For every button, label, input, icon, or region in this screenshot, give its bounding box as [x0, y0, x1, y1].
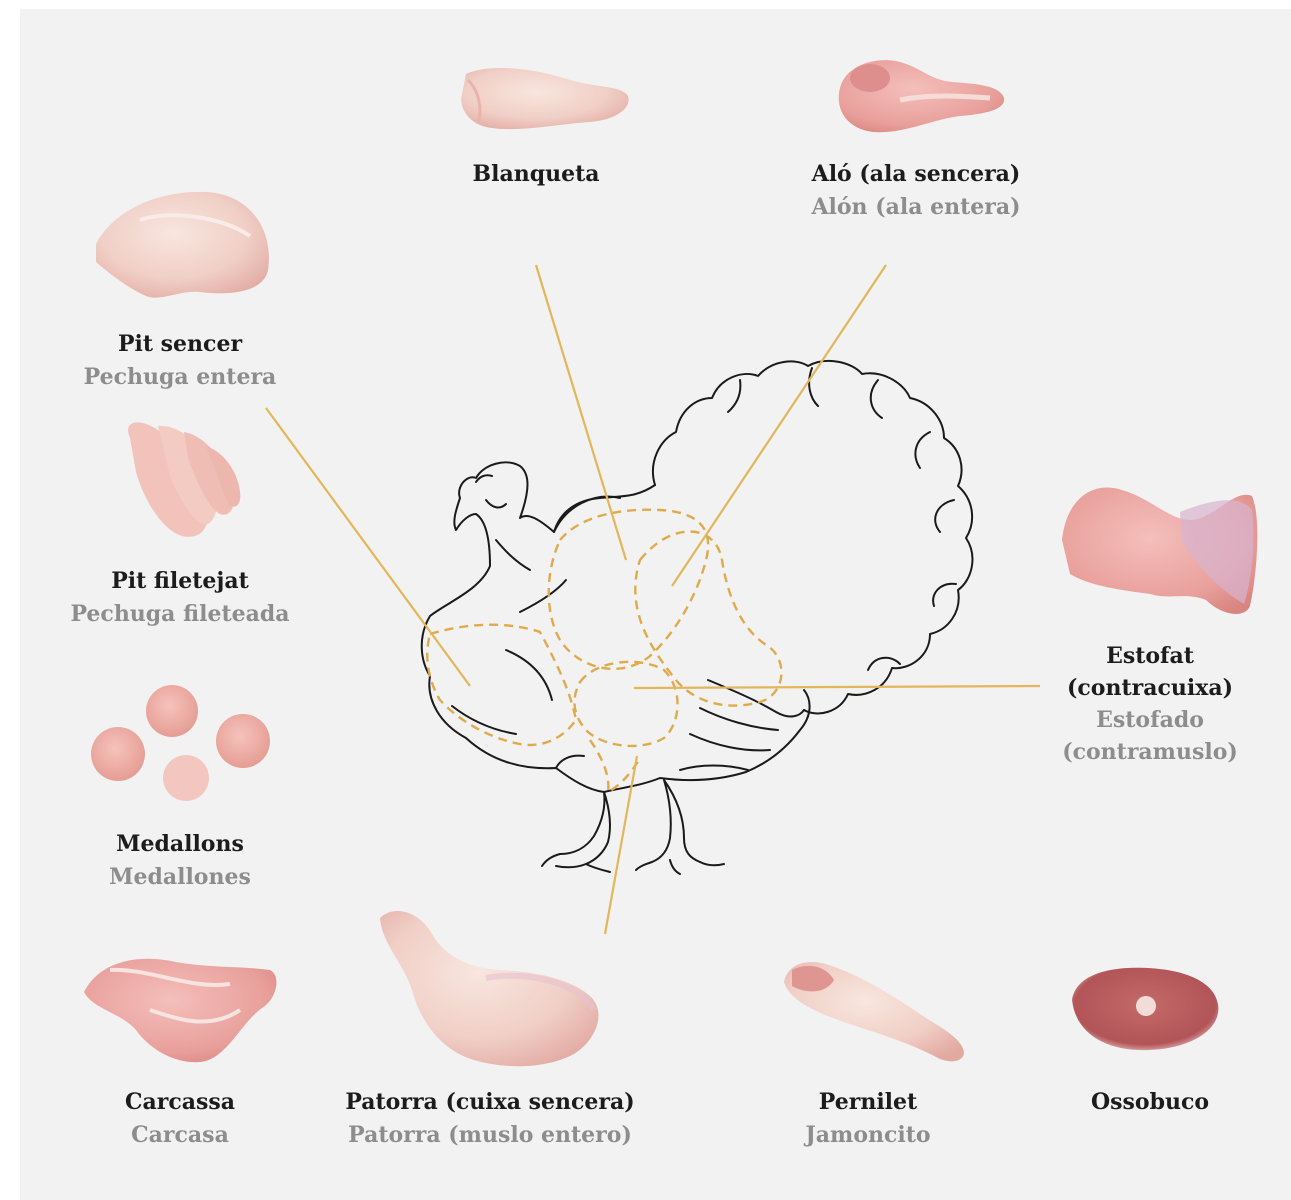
label-patorra-spanish: Patorra (muslo entero) [340, 1119, 640, 1152]
label-patorra: Patorra (cuixa sencera) Patorra (muslo e… [340, 1086, 640, 1152]
leader-lines [266, 265, 1040, 934]
label-carcassa-catalan: Carcassa [80, 1086, 280, 1119]
label-blanqueta: Blanqueta [436, 158, 636, 191]
label-estofat: Estofat (contracuixa) Estofado (contramu… [1050, 640, 1250, 768]
label-estofat-catalan-2: (contracuixa) [1050, 672, 1250, 704]
label-carcassa: Carcassa Carcasa [80, 1086, 280, 1152]
leader-line-patorra [605, 756, 637, 934]
leader-line-blanqueta [536, 265, 626, 560]
label-alo-spanish: Alón (ala entera) [786, 191, 1046, 224]
label-pit-filetejat-spanish: Pechuga fileteada [50, 598, 310, 631]
label-medallons-catalan: Medallons [60, 828, 300, 861]
label-estofat-catalan-1: Estofat [1050, 640, 1250, 672]
label-medallons: Medallons Medallones [60, 828, 300, 894]
label-pernilet-catalan: Pernilet [768, 1086, 968, 1119]
label-pit-filetejat: Pit filetejat Pechuga fileteada [50, 565, 310, 631]
label-patorra-catalan: Patorra (cuixa sencera) [340, 1086, 640, 1119]
leader-line-alo [672, 265, 886, 586]
label-estofat-spanish-1: Estofado [1050, 704, 1250, 736]
label-alo: Aló (ala sencera) Alón (ala entera) [786, 158, 1046, 224]
label-pernilet: Pernilet Jamoncito [768, 1086, 968, 1152]
label-pernilet-spanish: Jamoncito [768, 1119, 968, 1152]
label-medallons-spanish: Medallones [60, 861, 300, 894]
label-estofat-spanish-2: (contramuslo) [1050, 736, 1250, 768]
label-pit-sencer: Pit sencer Pechuga entera [60, 328, 300, 394]
label-blanqueta-catalan: Blanqueta [436, 158, 636, 191]
label-pit-sencer-spanish: Pechuga entera [60, 361, 300, 394]
label-pit-filetejat-catalan: Pit filetejat [50, 565, 310, 598]
label-ossobuco-catalan: Ossobuco [1050, 1086, 1250, 1119]
leader-line-pit [266, 408, 470, 686]
label-carcassa-spanish: Carcasa [80, 1119, 280, 1152]
label-alo-catalan: Aló (ala sencera) [786, 158, 1046, 191]
label-ossobuco: Ossobuco [1050, 1086, 1250, 1119]
label-pit-sencer-catalan: Pit sencer [60, 328, 300, 361]
leader-line-estofat [634, 686, 1040, 688]
